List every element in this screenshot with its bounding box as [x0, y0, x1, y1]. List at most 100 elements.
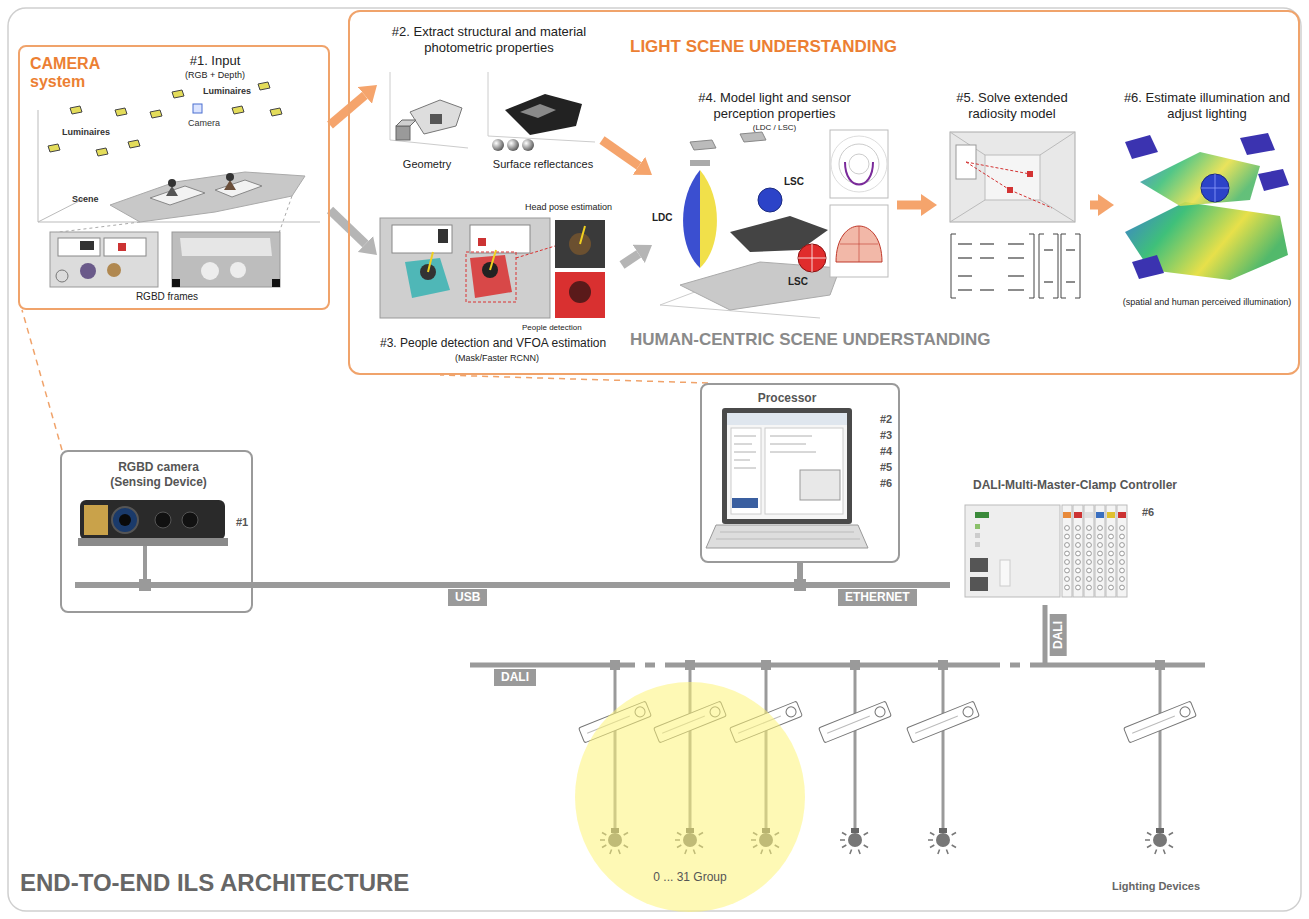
flow-arrow: [622, 254, 639, 265]
scene-label: Scene: [72, 194, 99, 205]
lighting-devices: [1179, 705, 1192, 718]
lighting-devices: [840, 839, 845, 841]
controller-device: [1109, 551, 1114, 556]
laptop-illustration: [800, 470, 840, 500]
laptop-illustration: [727, 413, 847, 425]
laptop-illustration: [770, 444, 806, 445]
lighting-devices: [928, 839, 933, 841]
controller-device: [1109, 526, 1114, 531]
node-heading: #2. Extract structural and material phot…: [384, 24, 594, 56]
controller-device: [1120, 534, 1125, 539]
rgbd-frames: [80, 263, 96, 279]
reflectance-illustration: [488, 72, 489, 136]
node-text: #4: [880, 445, 892, 458]
controller-device: [1087, 568, 1092, 573]
lighting-devices: [1147, 845, 1151, 848]
node-text: People detection: [522, 323, 582, 333]
node-text: #2: [880, 413, 892, 426]
radiosity-illustration: [1007, 187, 1013, 193]
camera-device: [80, 500, 225, 540]
controller-device: [1120, 577, 1125, 582]
reflectance-illustration: [520, 104, 556, 118]
laptop-illustration: [706, 525, 868, 548]
radiosity-illustration: [950, 200, 985, 222]
lighting-devices: [962, 705, 975, 718]
lighting-devices: [785, 705, 798, 718]
node-text: #1. Input: [160, 53, 270, 69]
radiosity-illustration: [1075, 234, 1080, 298]
light-model-illustration: [758, 188, 782, 212]
controller-device: [1065, 577, 1070, 582]
controller-device: [1076, 534, 1081, 539]
geometry-illustration: [410, 100, 462, 134]
laptop-illustration: [770, 452, 816, 453]
rgbd-frames: [180, 238, 272, 256]
rgbd-frames: [172, 279, 180, 287]
luminaire-icons: [115, 108, 127, 116]
scene-label: Luminaires: [62, 127, 110, 138]
model-label: LDC: [652, 212, 673, 224]
controller-device: [1098, 551, 1103, 556]
illumination-heatmap: [1240, 133, 1275, 155]
illumination-heatmap: [1258, 169, 1289, 191]
lighting-devices: [761, 660, 771, 670]
lighting-devices: [685, 660, 695, 670]
rgbd-frames: [104, 238, 146, 256]
radiosity-illustration: [1008, 275, 1024, 277]
geometry-illustration: [396, 120, 416, 126]
controller-device: [1117, 505, 1127, 597]
process-step: #5. Solve extended radiosity model: [937, 87, 1090, 312]
controller-device: [1076, 585, 1081, 590]
controller-device: [1098, 577, 1103, 582]
illumination-heatmap: [1125, 202, 1288, 280]
light-model-illustration: [690, 160, 710, 166]
controller-device: [970, 558, 988, 572]
lighting-devices: [1147, 833, 1151, 836]
luminaire-icons: [270, 108, 282, 116]
controller-device: [1098, 526, 1103, 531]
illumination-heatmap: [1125, 133, 1289, 280]
controller-device: [1098, 534, 1103, 539]
controller-device: [975, 512, 989, 518]
rgbd-frames: [107, 263, 121, 277]
controller-device: [1098, 560, 1103, 565]
outer-frame: [8, 8, 1301, 911]
diagram-title: END-TO-END ILS ARCHITECTURE: [20, 868, 409, 897]
rgbd-frames: [50, 232, 158, 287]
scene-illustration: [215, 180, 262, 197]
controller-device: [1120, 585, 1125, 590]
people-detection-photo: [380, 218, 550, 318]
people-detection-photo: [392, 225, 452, 253]
bus-label: DALI: [494, 669, 536, 686]
node-heading: 0 ... 31 Group: [575, 870, 805, 885]
luminaire-icons: [232, 106, 244, 114]
radiosity-illustration: [1008, 243, 1024, 245]
scene-illustration: [226, 173, 234, 181]
controller-device: [1073, 505, 1083, 597]
radiosity-illustration: [958, 244, 1075, 290]
lighting-devices: [907, 701, 980, 743]
reflectance-illustration: [488, 136, 595, 142]
connector-line: [253, 563, 800, 585]
rgbd-frames: [272, 279, 280, 287]
scene-illustration: [52, 222, 140, 233]
people-detection-photo: [466, 252, 516, 302]
scene-illustration: [38, 104, 320, 233]
camera-device: [112, 507, 138, 533]
node-text: Geometry: [382, 158, 472, 171]
node-text: (Mask/Faster RCNN): [397, 353, 597, 364]
radiosity-illustration: [1027, 171, 1033, 177]
controller-device: [1084, 505, 1094, 597]
people-detection-photo: [380, 218, 605, 318]
controller-device: [1118, 512, 1126, 518]
controller-device: [1109, 568, 1114, 573]
node-text: #6: [880, 477, 892, 490]
device-box: Processor#2#3#4#5#6: [700, 383, 900, 563]
radiosity-illustration: [951, 234, 956, 298]
radiosity-illustration: [958, 289, 972, 291]
radiosity-illustration: [950, 132, 1075, 222]
controller-device: [1065, 543, 1070, 548]
lighting-devices: [907, 701, 980, 743]
camera-device: [84, 505, 108, 535]
laptop-illustration: [734, 436, 816, 468]
